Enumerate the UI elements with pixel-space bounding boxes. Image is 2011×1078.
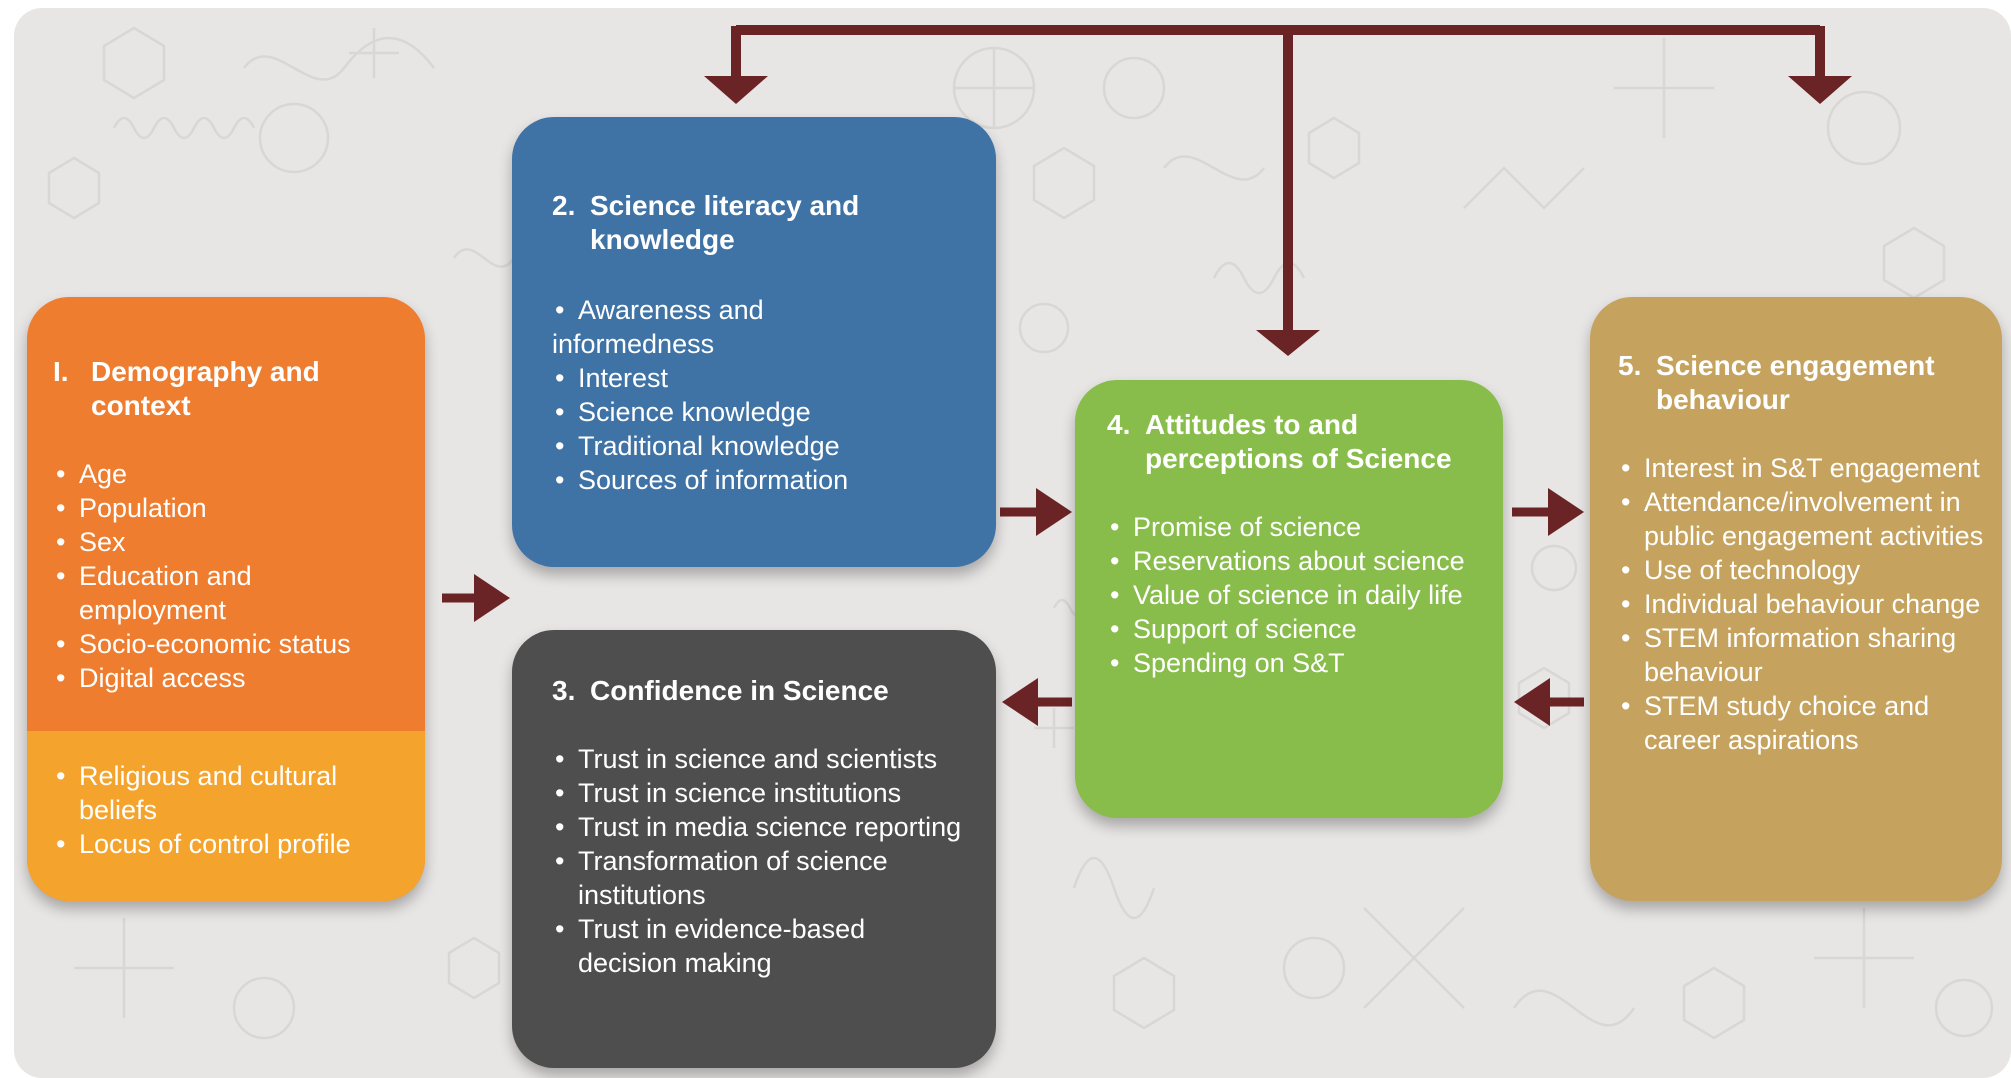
list-item: Support of science (1107, 612, 1479, 646)
list-item-continuation: informedness (552, 329, 715, 359)
literacy-title-text: Science literacy and knowledge (590, 190, 860, 255)
list-item: Interest in S&T engagement (1618, 451, 1986, 485)
demography-lower-list: Religious and cultural beliefs Locus of … (53, 759, 405, 861)
list-item: Spending on S&T (1107, 646, 1479, 680)
list-item: Trust in science and scientists (552, 742, 966, 776)
demography-lower-section: Religious and cultural beliefs Locus of … (27, 731, 425, 901)
engagement-number: 5. (1618, 350, 1642, 381)
list-item: Transformation of science institutions (552, 844, 966, 912)
literacy-number: 2. (552, 190, 576, 221)
engagement-list: Interest in S&T engagement Attendance/in… (1618, 451, 1986, 757)
confidence-number: 3. (552, 675, 576, 706)
list-item: Value of science in daily life (1107, 578, 1479, 612)
list-item: Interest (552, 361, 966, 395)
confidence-title-text: Confidence in Science (590, 675, 889, 706)
literacy-box: 2. Science literacy and knowledge Awarene… (512, 117, 996, 567)
attitudes-title: 4. Attitudes to and perceptions of Scienc… (1107, 408, 1479, 476)
list-item: Individual behaviour change (1618, 587, 1986, 621)
list-item: Trust in science institutions (552, 776, 966, 810)
list-item: Promise of science (1107, 510, 1479, 544)
list-item: Awareness and (552, 293, 966, 327)
literacy-list: Awareness and informedness Interest Scie… (552, 293, 966, 497)
demography-title-text: Demography and context (91, 356, 320, 421)
list-item: Reservations about science (1107, 544, 1479, 578)
literacy-title: 2. Science literacy and knowledge (552, 189, 966, 257)
confidence-title: 3. Confidence in Science (552, 674, 966, 708)
engagement-box: 5. Science engagement behaviour Interest … (1590, 297, 2002, 901)
list-item: Traditional knowledge (552, 429, 966, 463)
demography-number: I. (53, 356, 69, 387)
list-item: Trust in media science reporting (552, 810, 966, 844)
list-item: Sources of information (552, 463, 966, 497)
list-item: Locus of control profile (53, 827, 405, 861)
list-item: STEM information sharing behaviour (1618, 621, 1986, 689)
demography-title: I. Demography and context (53, 355, 405, 423)
engagement-title-text: Science engagement behaviour (1656, 350, 1935, 415)
list-item: Age (53, 457, 405, 491)
confidence-list: Trust in science and scientists Trust in… (552, 742, 966, 980)
confidence-box: 3. Confidence in Science Trust in science… (512, 630, 996, 1068)
attitudes-number: 4. (1107, 409, 1131, 440)
list-item: Population (53, 491, 405, 525)
attitudes-list: Promise of science Reservations about sc… (1107, 510, 1479, 680)
list-item: STEM study choice and career aspirations (1618, 689, 1986, 757)
list-item: Education and employment (53, 559, 405, 627)
attitudes-box: 4. Attitudes to and perceptions of Scienc… (1075, 380, 1503, 818)
list-item: Science knowledge (552, 395, 966, 429)
list-item: Religious and cultural beliefs (53, 759, 405, 827)
list-item: Digital access (53, 661, 405, 695)
list-item: Use of technology (1618, 553, 1986, 587)
list-item: Socio-economic status (53, 627, 405, 661)
demography-box: I. Demography and context Age Population … (27, 297, 425, 901)
attitudes-title-text: Attitudes to and perceptions of Science (1145, 409, 1452, 474)
demography-list: Age Population Sex Education and employm… (53, 457, 405, 695)
list-item: Trust in evidence-based decision making (552, 912, 966, 980)
engagement-title: 5. Science engagement behaviour (1618, 349, 1986, 417)
list-item: Attendance/involvement in public engagem… (1618, 485, 1986, 553)
list-item: Sex (53, 525, 405, 559)
